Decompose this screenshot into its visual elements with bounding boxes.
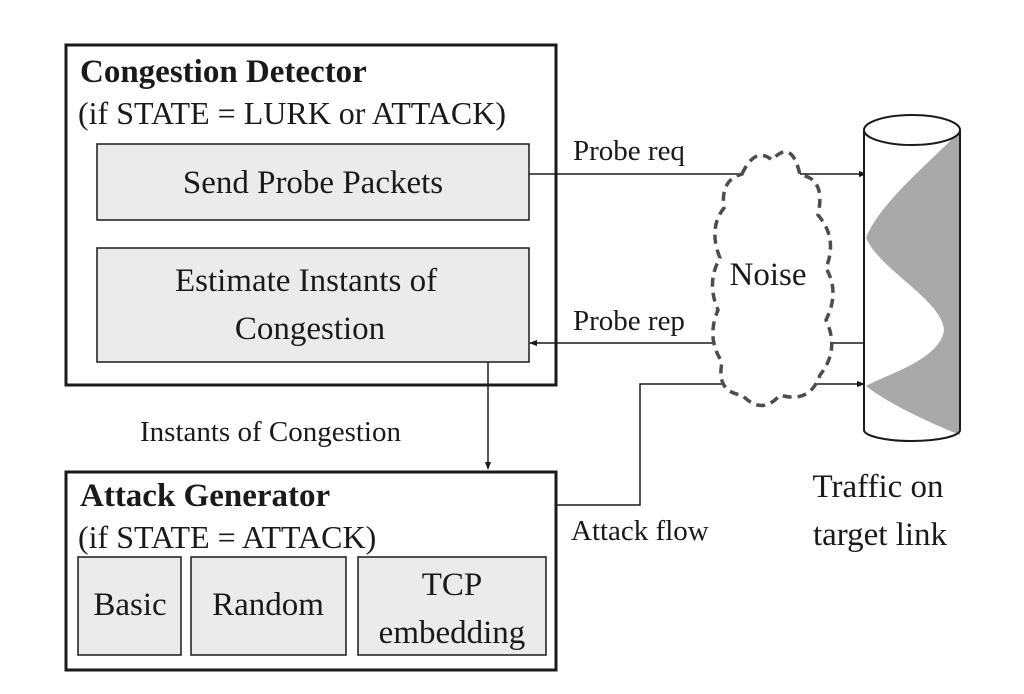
probe-rep-label: Probe rep <box>573 305 685 337</box>
estimate-instants-label-line1: Estimate Instants of <box>175 263 437 299</box>
basic-label: Basic <box>93 587 166 623</box>
tcp-embedding-box <box>357 556 547 656</box>
congestion-detector-title: Congestion Detector <box>80 54 367 90</box>
basic-box <box>77 556 182 656</box>
random-label: Random <box>212 587 324 623</box>
noise-label: Noise <box>730 257 807 293</box>
send-probe-packets-box <box>96 143 530 221</box>
traffic-label-line1: Traffic on <box>812 469 943 505</box>
tcp-embedding-label-line2: embedding <box>379 615 526 651</box>
noise-cloud <box>710 150 835 408</box>
estimate-instants-box <box>96 247 530 363</box>
probe-req-label: Probe req <box>573 135 685 167</box>
send-probe-packets-label: Send Probe Packets <box>183 165 443 201</box>
traffic-label-line2: target link <box>813 517 948 553</box>
target-link-cylinder <box>863 114 961 442</box>
estimate-instants-label-line2: Congestion <box>235 311 385 347</box>
congestion-detector-condition: (if STATE = LURK or ATTACK) <box>78 95 506 131</box>
instants-of-congestion-label: Instants of Congestion <box>140 416 401 448</box>
attack-flow-label: Attack flow <box>571 515 709 547</box>
traffic-waveform <box>866 130 960 435</box>
attack-generator-title: Attack Generator <box>80 478 330 514</box>
tcp-embedding-label-line1: TCP <box>422 567 483 603</box>
random-box <box>190 556 347 656</box>
attack-generator-condition: (if STATE = ATTACK) <box>78 519 376 555</box>
